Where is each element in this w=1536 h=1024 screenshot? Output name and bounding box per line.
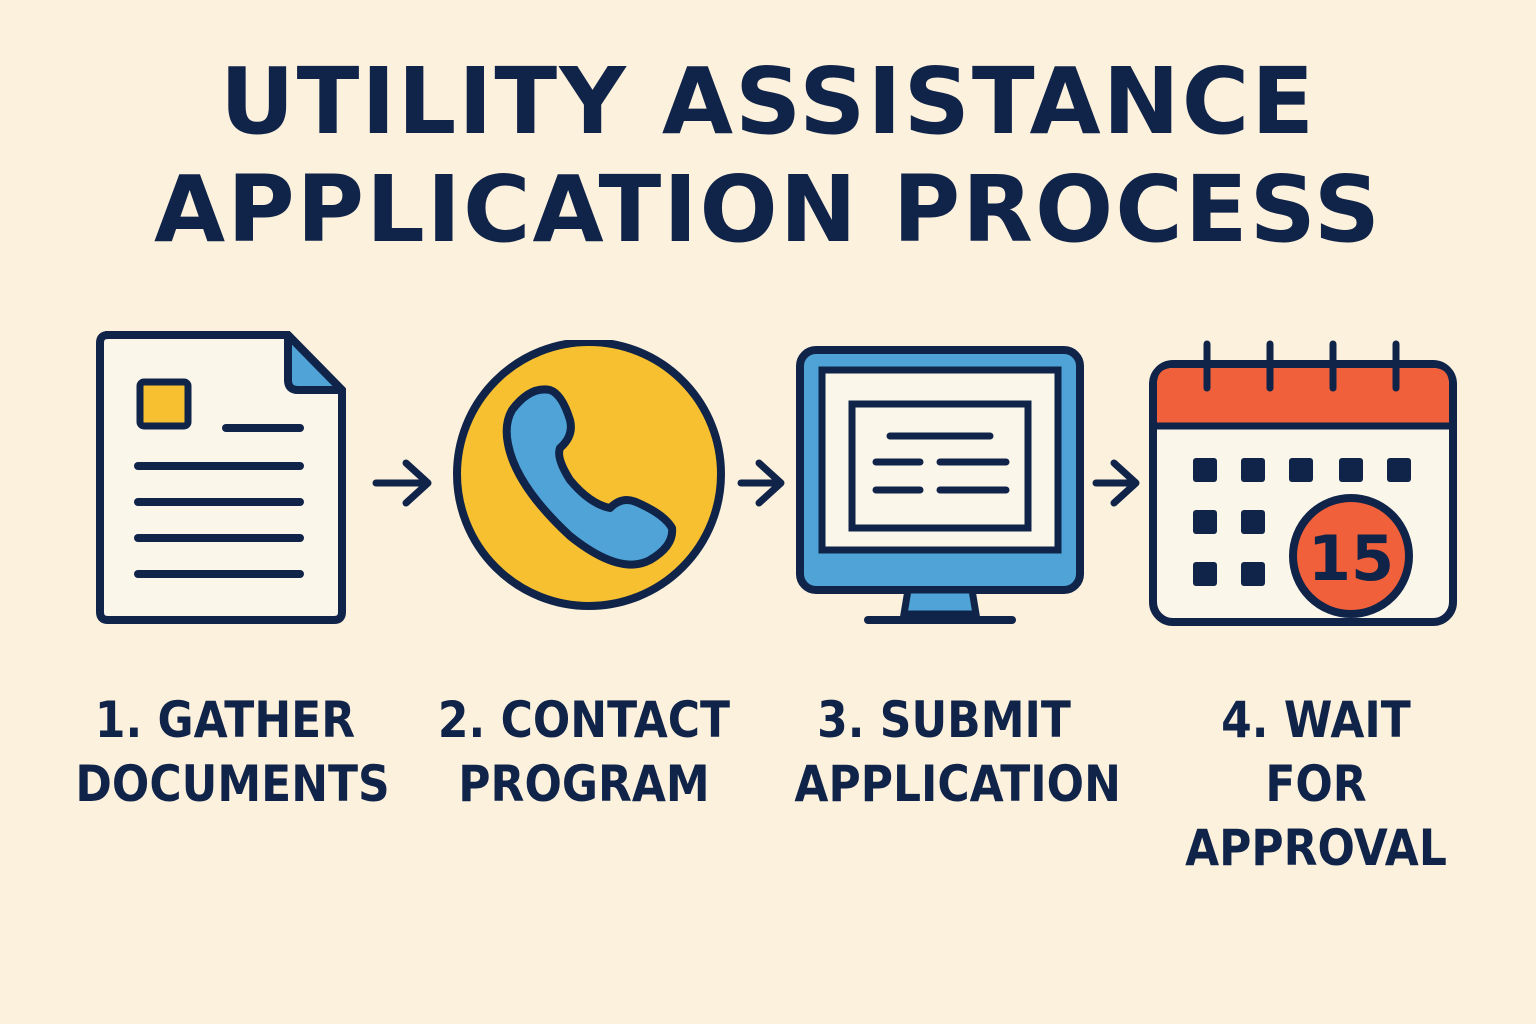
title-line-2: APPLICATION PROCESS — [154, 156, 1382, 263]
document-icon — [96, 331, 346, 624]
step-2-line-1: 2. CONTACT — [437, 691, 731, 749]
step-1-line-2: DOCUMENTS — [75, 755, 390, 813]
arrow-icon — [372, 459, 432, 507]
step-4-line-2: APPROVAL — [1185, 819, 1447, 877]
phone-icon — [453, 340, 725, 610]
step-3-line-1: 3. SUBMIT — [817, 691, 1071, 749]
step-4-line-1: 4. WAIT FOR — [1221, 691, 1411, 813]
step-3-line-2: APPLICATION — [794, 755, 1121, 813]
step-2-label: 2. CONTACT PROGRAM — [434, 688, 733, 816]
title-line-1: UTILITY ASSISTANCE — [219, 48, 1317, 155]
arrow-icon — [737, 459, 785, 507]
step-4-label: 4. WAIT FOR APPROVAL — [1166, 688, 1465, 880]
computer-icon — [796, 346, 1084, 624]
arrow-icon — [1092, 459, 1140, 507]
calendar-day: 15 — [1308, 522, 1394, 595]
step-3-label: 3. SUBMIT APPLICATION — [794, 688, 1121, 816]
step-1-label: 1. GATHER DOCUMENTS — [75, 688, 390, 816]
step-1-line-1: 1. GATHER — [94, 691, 356, 749]
step-2-line-2: PROGRAM — [458, 755, 710, 813]
calendar-icon: 15 — [1149, 340, 1457, 626]
